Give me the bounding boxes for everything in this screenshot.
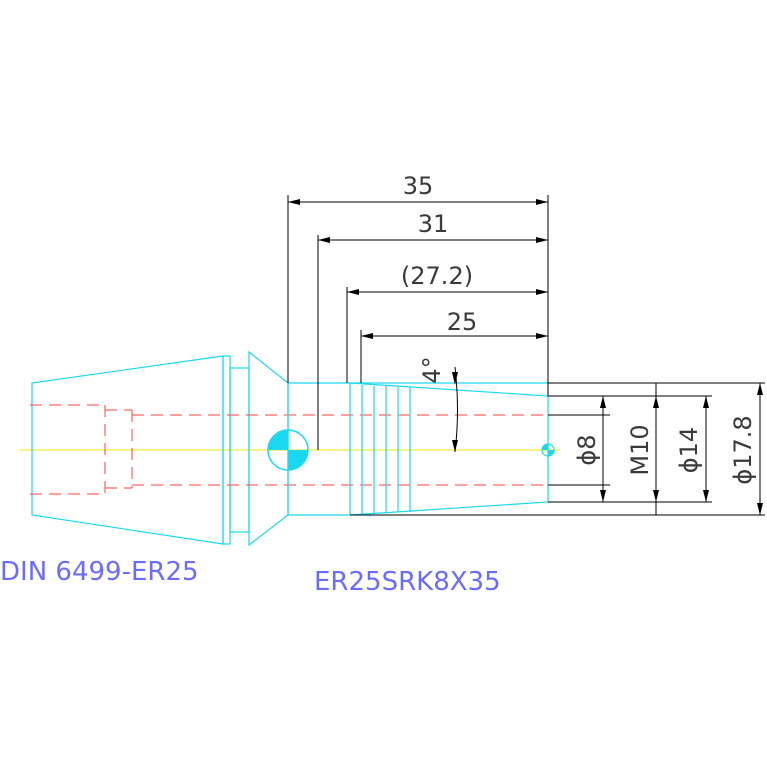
length-dimensions: 35 31 (27.2) 25: [287, 172, 549, 450]
tool-shank: [287, 382, 549, 516]
dia-14-label: ϕ14: [675, 427, 703, 473]
dim-31-label: 31: [418, 210, 449, 238]
center-symbol-icon: [267, 429, 309, 471]
tip-point-icon: [541, 443, 555, 457]
dim-25-label: 25: [447, 308, 478, 336]
dia-17-8-label: ϕ17.8: [729, 415, 757, 484]
diameter-dimensions: ϕ8 M10 ϕ14 ϕ17.8: [350, 382, 765, 516]
collet-body: [31, 350, 289, 547]
angle-dimension: 4°: [418, 356, 458, 453]
dia-8-label: ϕ8: [573, 434, 601, 465]
thread-label: M10: [626, 424, 654, 475]
angle-label: 4°: [418, 356, 446, 383]
hidden-lines: [30, 404, 550, 495]
collet-standard-label: DIN 6499-ER25: [0, 557, 199, 587]
dim-27-label: (27.2): [401, 262, 473, 290]
part-number-label: ER25SRK8X35: [314, 567, 501, 597]
dim-35-label: 35: [403, 172, 434, 200]
